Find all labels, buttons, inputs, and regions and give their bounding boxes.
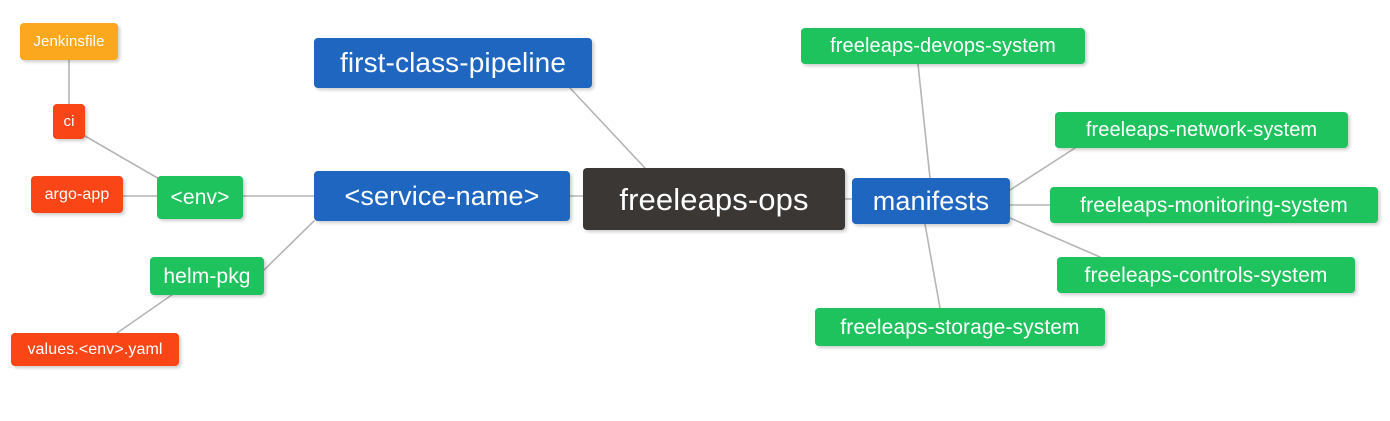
node-label-freeleaps-storage-system: freeleaps-storage-system	[840, 315, 1080, 339]
node-jenkinsfile[interactable]: Jenkinsfile	[20, 23, 118, 60]
node-label-service-name: <service-name>	[344, 180, 540, 211]
node-label-freeleaps-controls-system: freeleaps-controls-system	[1084, 263, 1328, 287]
node-ci[interactable]: ci	[53, 104, 85, 139]
node-env[interactable]: <env>	[157, 176, 243, 219]
node-label-freeleaps-devops-system: freeleaps-devops-system	[830, 35, 1056, 57]
node-service-name[interactable]: <service-name>	[314, 171, 570, 221]
node-label-freeleaps-network-system: freeleaps-network-system	[1085, 119, 1318, 141]
edge-ci-to-env	[84, 135, 162, 181]
node-first-class-pipeline[interactable]: first-class-pipeline	[314, 38, 592, 88]
node-freeleaps-monitoring-system[interactable]: freeleaps-monitoring-system	[1050, 187, 1378, 223]
node-label-freeleaps-ops: freeleaps-ops	[619, 181, 809, 217]
node-label-manifests: manifests	[872, 185, 990, 216]
edge-helm-pkg-to-values-yaml	[116, 291, 177, 334]
node-argo-app[interactable]: argo-app	[31, 176, 123, 213]
node-freeleaps-storage-system[interactable]: freeleaps-storage-system	[815, 308, 1105, 346]
node-freeleaps-controls-system[interactable]: freeleaps-controls-system	[1057, 257, 1355, 293]
node-label-ci: ci	[63, 113, 75, 130]
node-label-freeleaps-monitoring-system: freeleaps-monitoring-system	[1080, 193, 1348, 217]
node-freeleaps-devops-system[interactable]: freeleaps-devops-system	[801, 28, 1085, 64]
node-values-yaml[interactable]: values.<env>.yaml	[11, 333, 179, 366]
node-label-helm-pkg: helm-pkg	[163, 264, 251, 288]
edge-first-class-pipeline-to-freeleaps-ops	[569, 87, 646, 169]
edge-service-name-to-helm-pkg	[263, 220, 315, 271]
node-freeleaps-network-system[interactable]: freeleaps-network-system	[1055, 112, 1348, 148]
edge-manifests-to-freeleaps-storage-system	[924, 223, 941, 309]
node-label-values-yaml: values.<env>.yaml	[27, 340, 163, 358]
edge-manifests-to-freeleaps-network-system	[1009, 147, 1076, 191]
node-label-env: <env>	[170, 186, 230, 209]
node-freeleaps-ops[interactable]: freeleaps-ops	[583, 168, 845, 230]
node-manifests[interactable]: manifests	[852, 178, 1010, 224]
edge-manifests-to-freeleaps-controls-system	[1009, 217, 1101, 258]
node-label-first-class-pipeline: first-class-pipeline	[339, 47, 567, 78]
edge-manifests-to-freeleaps-devops-system	[917, 63, 931, 179]
node-label-argo-app: argo-app	[44, 185, 110, 203]
node-helm-pkg[interactable]: helm-pkg	[150, 257, 264, 295]
node-label-jenkinsfile: Jenkinsfile	[33, 33, 105, 50]
